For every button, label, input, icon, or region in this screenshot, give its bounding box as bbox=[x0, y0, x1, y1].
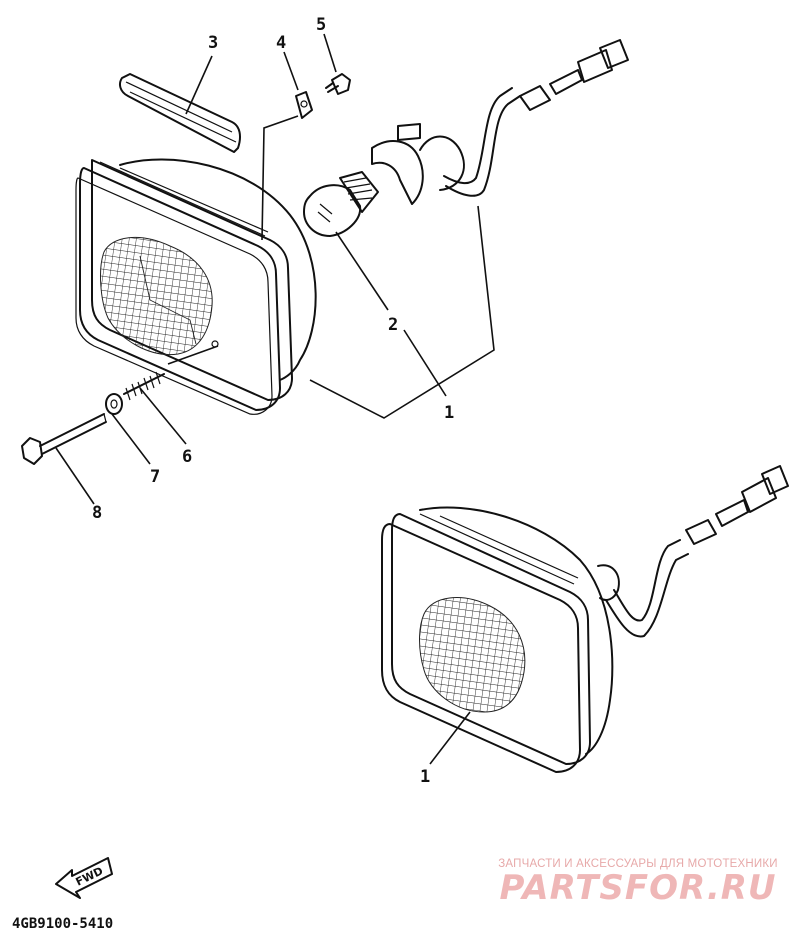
bolt-part-8 bbox=[21, 413, 107, 465]
callout-5: 5 bbox=[316, 15, 326, 35]
callout-2: 2 bbox=[388, 315, 398, 335]
watermark-brand: PARTSFOR.RU bbox=[499, 868, 777, 908]
fwd-arrow-icon: FWD bbox=[55, 857, 113, 899]
leader-lines bbox=[55, 33, 495, 765]
headlight-lower bbox=[381, 465, 789, 773]
watermark-tagline: ЗАПЧАСТИ И АКСЕССУАРЫ ДЛЯ МОТОТЕХНИКИ bbox=[498, 858, 778, 870]
callout-1-lower: 1 bbox=[420, 767, 430, 787]
callout-6: 6 bbox=[182, 447, 192, 467]
clip-nut-part-4 bbox=[295, 91, 313, 119]
washer-part-7 bbox=[105, 393, 123, 415]
drawing-code: 4GB9100-5410 bbox=[12, 916, 114, 932]
headlight-upper bbox=[75, 158, 317, 415]
spring-part-6 bbox=[123, 371, 165, 401]
bulb-part-2 bbox=[303, 171, 379, 237]
callout-4: 4 bbox=[276, 33, 286, 53]
socket-and-wire bbox=[371, 39, 629, 205]
trim-strip-part-3 bbox=[119, 73, 241, 153]
callout-3: 3 bbox=[208, 33, 218, 53]
callout-7: 7 bbox=[150, 467, 160, 487]
screw-part-5 bbox=[325, 73, 351, 95]
callout-8: 8 bbox=[92, 503, 102, 523]
callout-1-upper: 1 bbox=[444, 403, 454, 423]
